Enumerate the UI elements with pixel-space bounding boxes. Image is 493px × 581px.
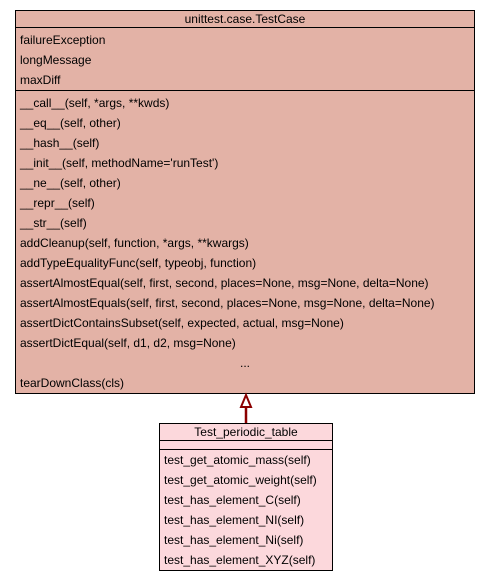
method-item: addTypeEqualityFunc(self, typeobj, funct…	[20, 256, 257, 270]
method-item: __eq__(self, other)	[20, 116, 121, 130]
method-item: test_has_element_Ni(self)	[164, 533, 304, 547]
attribute-item: maxDiff	[20, 73, 61, 87]
methods-compartment-test-periodic-table: test_get_atomic_mass(self) test_get_atom…	[160, 450, 332, 570]
method-item: test_has_element_NI(self)	[164, 513, 305, 527]
attribute-item: failureException	[20, 33, 106, 47]
method-item: test_get_atomic_weight(self)	[164, 473, 317, 487]
method-item: __init__(self, methodName='runTest')	[20, 156, 219, 170]
method-item: __hash__(self)	[20, 136, 100, 150]
inheritance-arrowhead	[239, 392, 253, 408]
method-item: __str__(self)	[20, 216, 87, 230]
method-item: tearDownClass(cls)	[20, 376, 125, 390]
method-item: assertAlmostEqual(self, first, second, p…	[20, 276, 429, 290]
method-item: assertDictContainsSubset(self, expected,…	[20, 316, 344, 330]
class-title-testcase: unittest.case.TestCase	[16, 11, 474, 28]
method-item: addCleanup(self, function, *args, **kwar…	[20, 236, 249, 250]
inheritance-arrow	[239, 392, 253, 423]
attributes-compartment-test-periodic-table	[160, 441, 332, 450]
attributes-compartment-testcase: failureException longMessage maxDiff	[16, 28, 474, 91]
class-title-test-periodic-table: Test_periodic_table	[160, 424, 332, 441]
method-item: assertAlmostEquals(self, first, second, …	[20, 296, 435, 310]
method-item: test_has_element_C(self)	[164, 493, 301, 507]
method-item: assertDictEqual(self, d1, d2, msg=None)	[20, 336, 236, 350]
method-item: test_has_element_XYZ(self)	[164, 553, 316, 567]
attribute-item: longMessage	[20, 53, 92, 67]
method-item: __repr__(self)	[20, 196, 95, 210]
class-box-test-periodic-table[interactable]: Test_periodic_table test_get_atomic_mass…	[159, 423, 333, 571]
methods-ellipsis: ...	[239, 356, 250, 370]
method-item: test_get_atomic_mass(self)	[164, 453, 311, 467]
methods-compartment-testcase: __call__(self, *args, **kwds) __eq__(sel…	[16, 91, 474, 393]
method-item: __call__(self, *args, **kwds)	[20, 96, 170, 110]
class-box-testcase[interactable]: unittest.case.TestCase failureException …	[15, 10, 475, 394]
method-item: __ne__(self, other)	[20, 176, 121, 190]
